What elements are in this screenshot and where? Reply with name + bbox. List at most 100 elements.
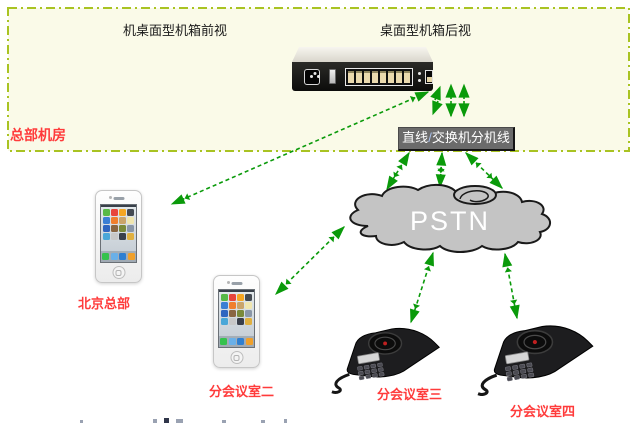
app-icon <box>128 253 136 260</box>
app-icon <box>237 310 245 317</box>
app-icon <box>119 233 127 240</box>
app-icon <box>245 294 253 301</box>
rj45-port <box>356 70 363 83</box>
app-icon <box>119 225 127 232</box>
arrow-gateway-to-hq-phone <box>170 91 430 205</box>
app-icon <box>228 294 236 301</box>
cropped-text-fragment <box>164 418 169 423</box>
arrow-pstn-to-branch-phone-3 <box>410 251 434 324</box>
cropped-text-fragment <box>222 420 226 423</box>
app-icon <box>228 302 236 309</box>
conference-phone-branch-room-4 <box>476 324 595 396</box>
app-icon <box>127 217 135 224</box>
iphone-screen <box>218 289 255 348</box>
status-bar <box>219 290 254 292</box>
led-indicators <box>418 71 422 83</box>
rj45-port <box>388 70 395 83</box>
app-icon <box>110 253 118 260</box>
dock-icon-row <box>219 336 254 347</box>
arrow-gateway-label-down-1 <box>432 100 443 116</box>
earpiece-icon <box>231 282 242 285</box>
app-icon <box>219 338 227 345</box>
app-icon-grid <box>219 292 254 325</box>
dock-icon-row <box>101 251 136 262</box>
cropped-text-fragment <box>80 420 83 423</box>
app-icon <box>220 302 228 309</box>
app-icon <box>237 318 245 325</box>
arrow-gateway-label-up-1 <box>430 85 441 101</box>
app-icon <box>127 209 135 216</box>
label-branch-room-3: 分会议室三 <box>377 387 443 402</box>
rj45-port <box>372 70 379 83</box>
rj45-port <box>364 70 371 83</box>
chassis-front-view-caption: 机桌面型机箱前视 <box>123 23 228 38</box>
power-switch <box>329 69 337 84</box>
cropped-text-fragment <box>176 419 183 423</box>
app-icon <box>110 209 118 216</box>
app-icon <box>237 302 245 309</box>
app-icon <box>110 225 118 232</box>
app-icon <box>245 310 253 317</box>
app-icon <box>102 209 110 216</box>
camera-dot-icon <box>227 281 230 284</box>
rj45-port <box>348 70 355 83</box>
arrow-label-to-pstn-left <box>386 151 410 191</box>
voip-gateway-device-image <box>292 47 434 92</box>
rj45-port <box>396 70 403 83</box>
iphone-beijing-hq <box>95 190 142 283</box>
app-icon <box>237 294 245 301</box>
app-icon <box>220 310 228 317</box>
app-icon <box>228 318 236 325</box>
app-icon <box>220 318 228 325</box>
line-type-label-part: 交换机分机线 <box>431 130 510 145</box>
rj45-port <box>404 70 411 83</box>
cropped-text-fragment <box>261 420 265 423</box>
home-button <box>112 266 125 279</box>
iphone-screen <box>100 204 137 263</box>
app-icon <box>110 217 118 224</box>
arrow-label-to-pstn-right <box>464 152 504 189</box>
cropped-text-fragment <box>153 419 157 423</box>
app-icon <box>119 253 127 260</box>
status-bar <box>101 205 136 207</box>
app-icon <box>119 209 127 216</box>
app-icon <box>110 233 118 240</box>
app-icon <box>127 233 135 240</box>
cloud-shape <box>349 184 551 253</box>
app-icon <box>246 338 254 345</box>
power-inlet <box>304 68 321 85</box>
home-button <box>230 351 243 364</box>
app-icon <box>102 217 110 224</box>
cropped-text-fragment <box>284 419 287 423</box>
app-icon-grid <box>101 207 136 240</box>
iphone-branch-room-2 <box>213 275 260 368</box>
hq-room-label: 总部机房 <box>10 127 66 143</box>
camera-dot-icon <box>109 196 112 199</box>
app-icon <box>102 233 110 240</box>
app-icon <box>228 310 236 317</box>
app-icon <box>245 302 253 309</box>
cloud-swirl-curl <box>459 190 489 203</box>
pstn-cloud: PSTN <box>349 184 551 253</box>
app-icon <box>119 217 127 224</box>
app-icon <box>127 225 135 232</box>
gateway-top-surface <box>292 47 433 62</box>
rj45-port-row <box>345 67 414 86</box>
conference-phone-branch-room-3 <box>330 326 441 394</box>
app-icon <box>220 294 228 301</box>
arrow-label-to-pstn-middle <box>435 151 447 189</box>
pstn-label: PSTN <box>410 206 490 236</box>
app-icon <box>237 338 245 345</box>
app-icon <box>101 253 109 260</box>
arrow-pstn-to-branch-phone-2 <box>275 226 345 295</box>
app-icon <box>102 225 110 232</box>
uplink-port <box>424 69 434 84</box>
gateway-rear-panel <box>292 62 434 91</box>
label-branch-room-4: 分会议室四 <box>510 404 576 419</box>
app-icon <box>228 338 236 345</box>
rj45-port <box>380 70 387 83</box>
label-beijing-hq: 北京总部 <box>78 296 131 311</box>
app-icon <box>245 318 253 325</box>
